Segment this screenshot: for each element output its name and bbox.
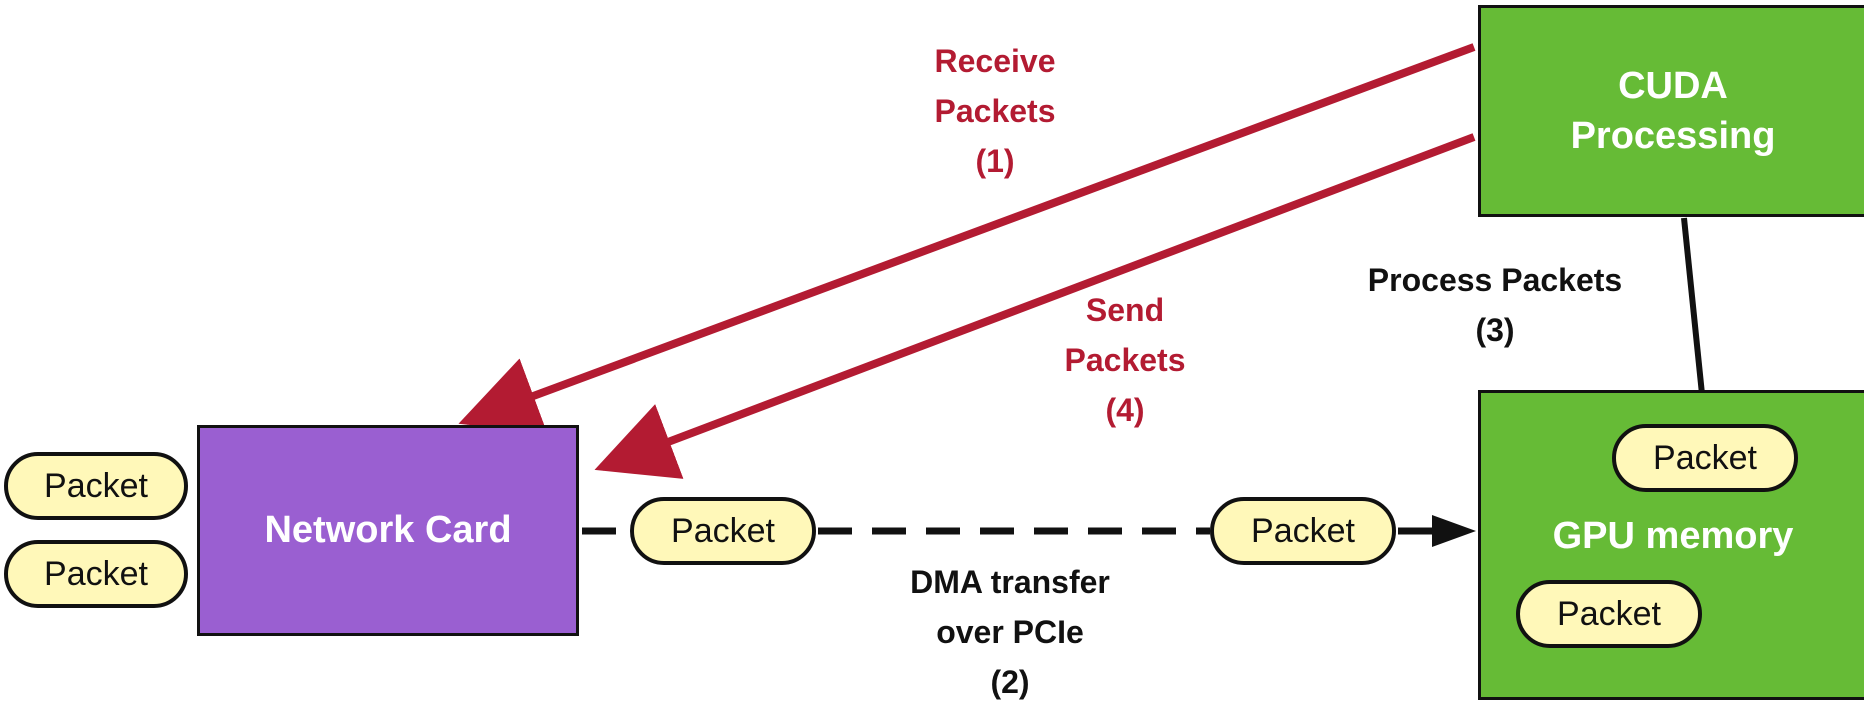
packet-pill: Packet <box>1516 580 1702 648</box>
network-card-label: Network Card <box>264 509 512 551</box>
gpu-memory-label: GPU memory <box>1552 515 1794 557</box>
receive-arrow <box>458 43 1476 434</box>
cuda-processing-label: CUDA Processing <box>1570 65 1776 157</box>
process-packets-label: Process Packets (3) <box>1367 262 1623 348</box>
send-packets-label: Send Packets (4) <box>1064 292 1186 428</box>
network-card-node: Network Card <box>197 425 579 636</box>
send-arrow <box>594 133 1476 479</box>
packet-pill: Packet <box>1612 424 1798 492</box>
dma-transfer-label: DMA transfer over PCIe (2) <box>910 564 1110 700</box>
cuda-processing-node: CUDA Processing <box>1478 5 1864 217</box>
packet-pill: Packet <box>1210 497 1396 565</box>
dma-arrowhead <box>1432 515 1476 547</box>
packet-pill: Packet <box>4 540 188 608</box>
receive-packets-label: Receive Packets (1) <box>934 43 1056 179</box>
packet-pill: Packet <box>630 497 816 565</box>
packet-pill: Packet <box>4 452 188 520</box>
process-arrow <box>1681 217 1705 395</box>
